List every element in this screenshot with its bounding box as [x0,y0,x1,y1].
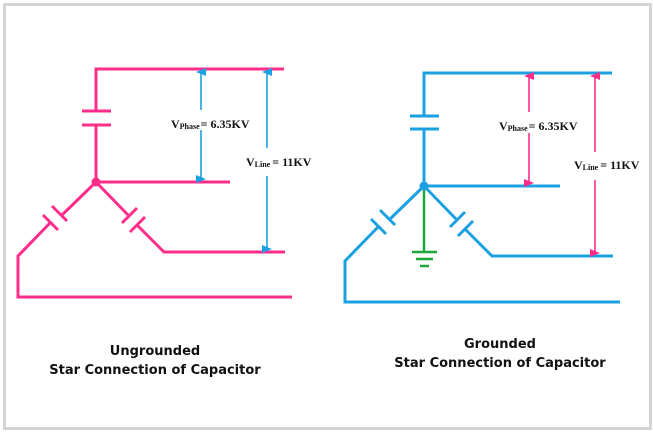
neutral-node [91,177,101,187]
left-branch-upper [60,180,98,217]
grounded-star-diagram [343,71,620,304]
ungrounded-voltage-arrows [196,68,272,253]
right-branch-lower [135,223,285,254]
caption-subtitle: Star Connection of Capacitor [49,363,261,378]
top-phase-wire [422,71,612,116]
capacitor-left [41,204,69,232]
phase-voltage-label: VPhase= 6.35KV [171,117,250,131]
capacitor-top [82,109,111,127]
caption-subtitle: Star Connection of Capacitor [394,356,606,371]
grounded-voltage-arrows [524,72,600,257]
grounded-caption: Grounded Star Connection of Capacitor [385,335,615,373]
top-phase-wire [94,67,284,111]
ungrounded-caption: Ungrounded Star Connection of Capacitor [40,342,270,380]
right-branch-lower [463,227,613,258]
right-branch-upper [422,184,458,221]
caption-title: Grounded [464,337,536,352]
left-branch-lower [16,221,292,299]
capacitor-top [410,114,439,131]
left-branch-lower [343,225,620,304]
ground-symbol-icon [412,190,437,268]
ungrounded-star-diagram [16,67,292,299]
line-voltage-label: VLine= 11KV [246,155,312,169]
neutral-node [419,181,429,191]
right-branch-upper [94,180,130,217]
left-branch-upper [388,184,426,221]
caption-title: Ungrounded [109,344,201,359]
phase-voltage-label: VPhase= 6.35KV [499,119,578,133]
capacitor-right [448,210,475,238]
capacitor-left [369,208,397,236]
line-voltage-label: VLine= 11KV [574,158,640,172]
